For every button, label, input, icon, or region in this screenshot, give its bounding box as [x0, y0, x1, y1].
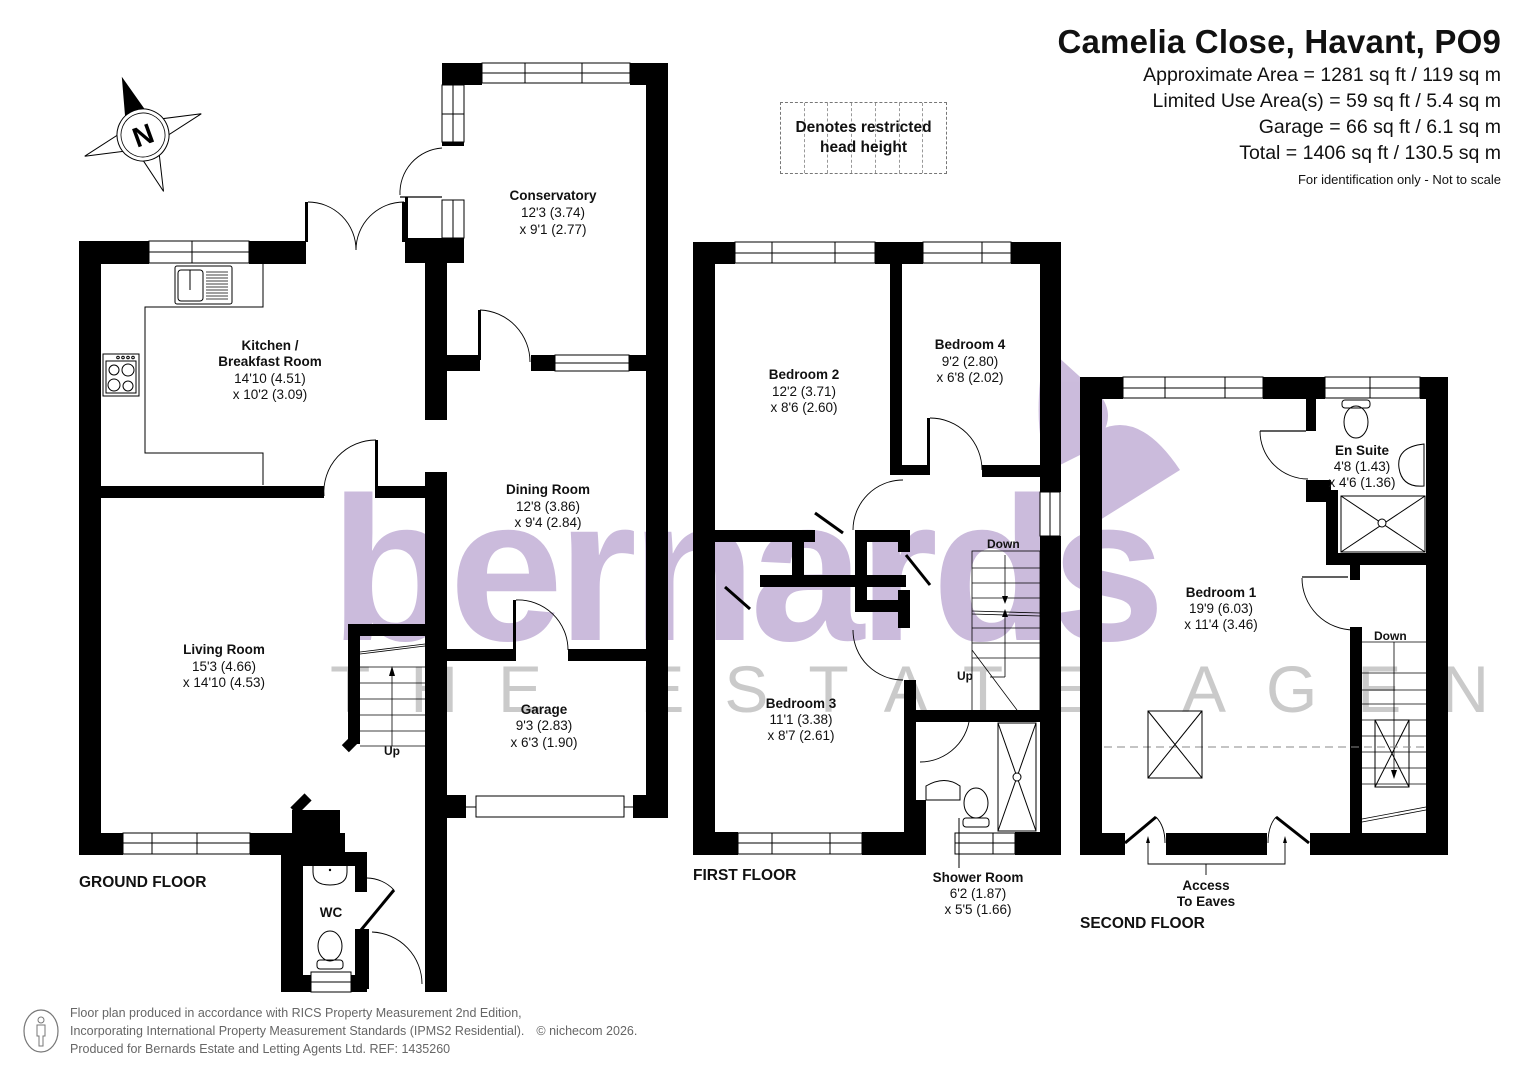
- svg-text:x 10'2 (3.09): x 10'2 (3.09): [233, 387, 308, 402]
- wc-toilet-icon: [316, 930, 344, 970]
- legend-text: Denotes restricted head height: [795, 118, 931, 158]
- svg-text:x 9'1 (2.77): x 9'1 (2.77): [519, 222, 586, 237]
- second-floor-label: SECOND FLOOR: [1080, 915, 1205, 932]
- first-floor-label: FIRST FLOOR: [693, 867, 796, 884]
- person-scale-icon: [23, 1009, 59, 1053]
- stairs-up-label: Up: [384, 744, 400, 758]
- svg-text:Bedroom 2: Bedroom 2: [769, 367, 840, 382]
- room-label-kitchen: Kitchen / Breakfast Room 14'10 (4.51) x …: [218, 338, 322, 402]
- svg-text:Bedroom 4: Bedroom 4: [935, 337, 1006, 352]
- svg-text:x 8'7 (2.61): x 8'7 (2.61): [767, 728, 834, 743]
- svg-text:15'3 (4.66): 15'3 (4.66): [192, 659, 256, 674]
- watermark-brand: bernards: [330, 455, 1159, 684]
- svg-text:9'3 (2.83): 9'3 (2.83): [516, 718, 573, 733]
- svg-text:Dining Room: Dining Room: [506, 482, 590, 497]
- svg-text:Conservatory: Conservatory: [509, 188, 597, 203]
- ground-floor-plan: [79, 62, 668, 993]
- property-header: Camelia Close, Havant, PO9 Approximate A…: [1057, 22, 1501, 190]
- svg-text:x 4'6 (1.36): x 4'6 (1.36): [1328, 475, 1395, 490]
- svg-text:x 5'5 (1.66): x 5'5 (1.66): [944, 902, 1011, 917]
- eaves-label-line1: Access: [1182, 878, 1229, 893]
- room-label-wc: WC: [320, 905, 343, 920]
- cooker-hob-icon: [102, 353, 140, 397]
- stairs-up-label: Up: [957, 669, 973, 683]
- room-label-conservatory: Conservatory 12'3 (3.74) x 9'1 (2.77): [509, 188, 597, 237]
- footer-line-1: Floor plan produced in accordance with R…: [70, 1006, 522, 1020]
- svg-text:Garage: Garage: [521, 702, 568, 717]
- svg-text:12'8 (3.86): 12'8 (3.86): [516, 499, 580, 514]
- svg-text:Breakfast Room: Breakfast Room: [218, 354, 322, 369]
- legend-line-1: Denotes restricted: [795, 119, 932, 136]
- svg-text:x 14'10 (4.53): x 14'10 (4.53): [183, 675, 265, 690]
- svg-text:14'10 (4.51): 14'10 (4.51): [234, 371, 306, 386]
- kitchen-sink-icon: [174, 265, 233, 305]
- ensuite-shower-tray-icon: [1340, 495, 1426, 553]
- svg-text:19'9 (6.03): 19'9 (6.03): [1189, 601, 1253, 616]
- eaves-label-line2: To Eaves: [1177, 894, 1235, 909]
- garage-area: Garage = 66 sq ft / 6.1 sq m: [1258, 116, 1501, 138]
- svg-text:En Suite: En Suite: [1335, 443, 1389, 458]
- eaves-pointer: [1147, 840, 1286, 875]
- stairs-up-arrow-icon: [389, 666, 395, 676]
- watermark-leaf-icon: [1092, 425, 1180, 520]
- legend-line-2: head height: [820, 139, 907, 156]
- ensuite-basin-icon: [1398, 443, 1425, 487]
- footer-line-3: Produced for Bernards Estate and Letting…: [70, 1042, 451, 1056]
- approximate-area: Approximate Area = 1281 sq ft / 119 sq m: [1143, 64, 1501, 86]
- shower-basin-icon: [925, 780, 961, 801]
- room-label-living-room: Living Room 15'3 (4.66) x 14'10 (4.53): [183, 642, 265, 690]
- stairs-down-label: Down: [1374, 629, 1407, 643]
- disclaimer: For identification only - Not to scale: [1297, 172, 1501, 187]
- compass-north-icon: N: [84, 76, 202, 192]
- watermark: bernards THE ESTATE AGENTS: [330, 345, 1527, 726]
- footer-copyright: © nichecom 2026.: [536, 1024, 638, 1038]
- svg-text:Kitchen /: Kitchen /: [241, 338, 298, 353]
- stairs-down-arrow-icon: [1391, 770, 1397, 779]
- room-label-en-suite: En Suite 4'8 (1.43) x 4'6 (1.36): [1328, 443, 1395, 490]
- first-floor-plan: [693, 241, 1061, 868]
- shower-tray-icon: [997, 722, 1037, 832]
- room-labels: Conservatory 12'3 (3.74) x 9'1 (2.77) Ki…: [79, 188, 1407, 932]
- skylight-icon: [1147, 710, 1203, 779]
- room-label-bedroom-4: Bedroom 4 9'2 (2.80) x 6'8 (2.02): [935, 337, 1006, 385]
- svg-text:x 11'4 (3.46): x 11'4 (3.46): [1184, 617, 1258, 632]
- svg-text:Bedroom 3: Bedroom 3: [766, 696, 837, 711]
- svg-text:Shower Room: Shower Room: [933, 870, 1024, 885]
- room-label-bedroom-3: Bedroom 3 11'1 (3.38) x 8'7 (2.61): [766, 696, 837, 743]
- limited-use-area: Limited Use Area(s) = 59 sq ft / 5.4 sq …: [1152, 90, 1501, 112]
- total-area: Total = 1406 sq ft / 130.5 sq m: [1239, 142, 1501, 164]
- ground-floor-label: GROUND FLOOR: [79, 874, 206, 891]
- room-label-bedroom-1: Bedroom 1 19'9 (6.03) x 11'4 (3.46): [1184, 585, 1258, 632]
- svg-text:11'1 (3.38): 11'1 (3.38): [769, 712, 832, 727]
- property-title: Camelia Close, Havant, PO9: [1057, 23, 1501, 60]
- svg-text:x 9'4 (2.84): x 9'4 (2.84): [514, 515, 581, 530]
- wc-basin-icon: [312, 864, 348, 886]
- shower-toilet-icon: [962, 787, 990, 828]
- restricted-head-height-legend: Denotes restricted head height: [780, 102, 947, 174]
- svg-text:x 6'8 (2.02): x 6'8 (2.02): [936, 370, 1003, 385]
- svg-text:x 8'6 (2.60): x 8'6 (2.60): [770, 400, 837, 415]
- second-floor-plan: [1080, 376, 1448, 875]
- svg-text:6'2 (1.87): 6'2 (1.87): [950, 886, 1007, 901]
- legend-dashed-grid: [781, 103, 946, 173]
- ensuite-toilet-icon: [1341, 399, 1371, 439]
- svg-text:12'2 (3.71): 12'2 (3.71): [772, 384, 836, 399]
- stairs-up-arrow-icon: [1002, 609, 1008, 617]
- room-label-garage: Garage 9'3 (2.83) x 6'3 (1.90): [510, 702, 577, 750]
- stairs-down-arrow-icon: [1002, 596, 1008, 604]
- room-label-dining-room: Dining Room 12'8 (3.86) x 9'4 (2.84): [506, 482, 590, 530]
- svg-text:9'2 (2.80): 9'2 (2.80): [942, 354, 999, 369]
- svg-text:12'3 (3.74): 12'3 (3.74): [521, 205, 585, 220]
- svg-text:x 6'3 (1.90): x 6'3 (1.90): [510, 735, 577, 750]
- footer-line-2: Incorporating International Property Mea…: [70, 1024, 525, 1038]
- footer-text: Floor plan produced in accordance with R…: [70, 1004, 637, 1058]
- room-label-shower-room: Shower Room 6'2 (1.87) x 5'5 (1.66): [933, 870, 1024, 917]
- stairs-down-label: Down: [987, 537, 1020, 551]
- svg-text:Living Room: Living Room: [183, 642, 265, 657]
- svg-text:Bedroom 1: Bedroom 1: [1186, 585, 1257, 600]
- svg-text:4'8 (1.43): 4'8 (1.43): [1334, 459, 1391, 474]
- footer: Floor plan produced in accordance with R…: [22, 1004, 637, 1058]
- room-label-bedroom-2: Bedroom 2 12'2 (3.71) x 8'6 (2.60): [769, 367, 840, 415]
